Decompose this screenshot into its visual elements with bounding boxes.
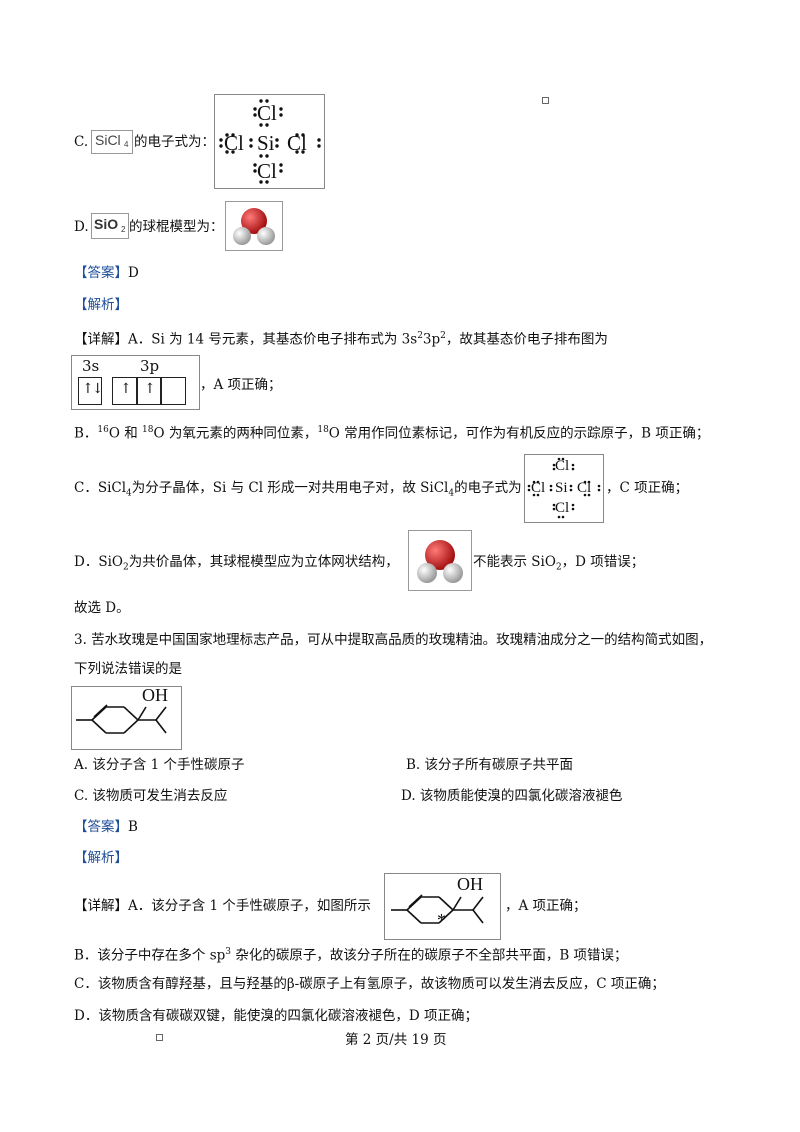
detail-b-line: B．16O 和 18O 为氧元素的两种同位素，18O 常用作同位素标记，可作为有… <box>74 425 710 442</box>
detail2-a-line: 【详解】A．该分子含 1 个手性碳原子，如图所示 <box>74 898 371 914</box>
detail-d-after: 不能表示 SiO2，D 项错误； <box>473 554 645 573</box>
choose-line-1: 故选 D。 <box>74 600 130 616</box>
formula-text: SiO <box>94 216 119 232</box>
oh-label: OH <box>142 685 168 705</box>
q3-option-c: C. 该物质可发生消去反应 <box>74 788 228 804</box>
detail-d-line: D．SiO2为共价晶体，其球棍模型应为立体网状结构， <box>74 554 399 573</box>
chiral-star: * <box>437 910 446 930</box>
detail2-d-line: D．该物质含有碳碳双键，能使溴的四氯化碳溶液褪色，D 项正确； <box>74 1008 478 1024</box>
oh-label: OH <box>457 874 483 894</box>
molecule-ball-icon <box>233 208 275 245</box>
cl-atom: Cl <box>224 131 244 155</box>
analysis-label-2: 【解析】 <box>74 850 128 866</box>
lewis-structure-sicl4-small: Cl Cl Si Cl Cl <box>524 454 604 523</box>
lewis-structure-sicl4: Cl Cl Si Cl Cl <box>214 94 325 189</box>
lewis-dots-icon <box>527 457 601 519</box>
option-letter: C. <box>74 134 89 150</box>
cl-atom: Cl <box>555 500 570 516</box>
analysis-label-1: 【解析】 <box>74 297 128 313</box>
lewis-dots-icon <box>219 99 321 184</box>
formula-text: SiCl <box>95 132 121 148</box>
detail2-b-line: B．该分子中存在多个 sp3 杂化的碳原子，故该分子所在的碳原子不全部共平面，B… <box>74 947 628 964</box>
option-d-text: 的球棍模型为： <box>129 219 224 235</box>
sicl4-formula-image: SiCl 4 <box>91 130 133 154</box>
q3-option-a: A. 该分子含 1 个手性碳原子 <box>74 757 245 773</box>
option-c-text: 的电子式为： <box>134 134 215 150</box>
detail-a-after: ，A 项正确； <box>200 377 282 393</box>
si-atom: Si <box>257 131 275 155</box>
cl-atom: Cl <box>531 480 546 496</box>
si-atom: Si <box>555 480 568 496</box>
detail2-c-line: C．该物质含有醇羟基，且与羟基的β-碳原子上有氢原子，故该物质可以发生消去反应，… <box>74 976 665 992</box>
detail-c-after: ，C 项正确； <box>606 480 689 496</box>
cl-atom: Cl <box>257 159 277 183</box>
cl-atom: Cl <box>287 131 307 155</box>
option-d-letter: D. <box>74 219 89 235</box>
orbital-diagram: 3s 3p ↑↓ ↑ ↑ <box>71 355 200 410</box>
terpineol-structure-icon <box>76 704 167 734</box>
detail2-a-after: ，A 项正确； <box>505 898 587 914</box>
q3-stem-line-2: 下列说法错误的是 <box>74 661 182 677</box>
q3-option-d: D. 该物质能使溴的四氯化碳溶液褪色 <box>401 788 623 804</box>
cl-atom: Cl <box>577 480 592 496</box>
molecule-ball-icon <box>417 540 463 583</box>
orbital-box-3p-1: ↑ <box>112 377 138 405</box>
orbital-3s-label: 3s <box>82 357 100 375</box>
ball-stick-model-image-2 <box>408 530 472 591</box>
orbital-box-3p-2: ↑ <box>136 377 162 405</box>
orbital-box-3p-3 <box>160 377 186 405</box>
structure-formula-image-2: OH * <box>384 873 501 940</box>
q3-option-b: B. 该分子所有碳原子共平面 <box>406 757 574 773</box>
page-footer: 第 2 页/共 19 页 <box>345 1032 447 1048</box>
structure-formula-image: OH <box>71 685 182 750</box>
formula-sub: 4 <box>124 140 129 149</box>
detail-a-line: 【详解】A．Si 为 14 号元素，其基态价电子排布式为 3s23p2，故其基态… <box>74 331 608 348</box>
terpineol-chiral-structure-icon <box>391 894 484 924</box>
sio2-formula-image: SiO 2 <box>91 213 129 239</box>
answer-line-1: 【答案】D <box>74 265 139 281</box>
page-marker <box>156 1034 163 1041</box>
cl-atom: Cl <box>257 101 277 125</box>
cl-atom: Cl <box>555 458 570 474</box>
orbital-box-3s: ↑↓ <box>78 377 104 405</box>
option-c-line: C. <box>74 132 88 152</box>
page-marker <box>542 97 549 104</box>
answer-line-2: 【答案】B <box>74 819 138 835</box>
q3-stem-line-1: 3. 苦水玫瑰是中国国家地理标志产品，可从中提取高品质的玫瑰精油。玫瑰精油成分之… <box>74 632 713 648</box>
formula-sub: 2 <box>121 225 126 234</box>
ball-stick-model-image <box>225 201 283 251</box>
detail-c-line: C．SiCl4为分子晶体，Si 与 Cl 形成一对共用电子对，故 SiCl4的电… <box>74 480 522 499</box>
orbital-3p-label: 3p <box>140 357 160 375</box>
